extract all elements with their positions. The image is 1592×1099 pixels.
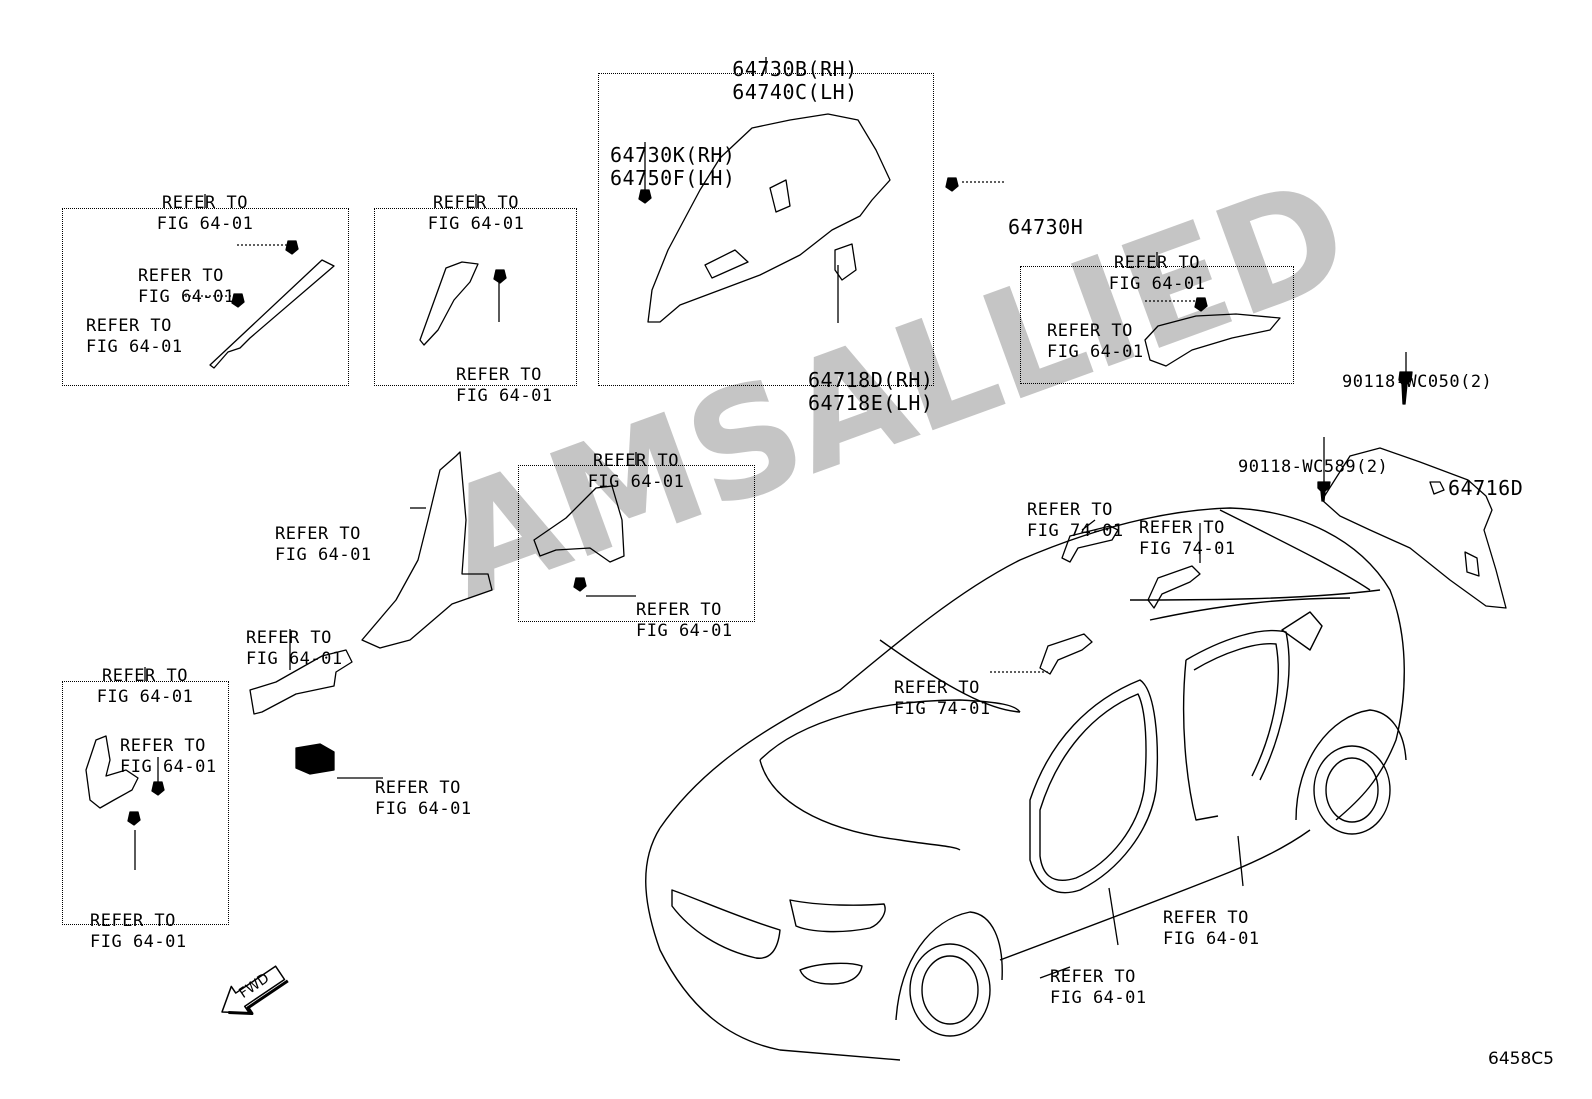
figure-code: 6458C5 [1488,1049,1554,1069]
box-kick-panel [62,681,229,925]
deck-side-trim [1321,447,1507,609]
part-64718D-64718E[interactable]: 64718D(RH)64718E(LH) [808,368,934,415]
box-center-pillar [518,465,755,622]
quarter-trim-panel [647,113,891,323]
part-64730K-64750F[interactable]: 64730K(RH)64750F(LH) [610,143,736,190]
b-pillar-trim [361,451,493,649]
part-64716D[interactable]: 64716D [1448,476,1524,500]
fwd-arrow [221,965,289,1016]
box-upper-pillar [374,208,577,386]
part-90118-WC589[interactable]: 90118-WC589(2) [1238,457,1389,477]
part-90118-WC050[interactable]: 90118-WC050(2) [1342,372,1493,392]
leader-lines [134,57,1407,979]
car-body [645,507,1407,1061]
box-quarter-trim [598,73,934,386]
box-a-pillar [62,208,349,386]
box-rear-upper [1020,266,1294,384]
part-64730B-64740C[interactable]: 64730B(RH)64740C(LH) [732,57,858,104]
part-64730H[interactable]: 64730H [1008,215,1084,239]
a-pillar-garnish [209,259,335,369]
